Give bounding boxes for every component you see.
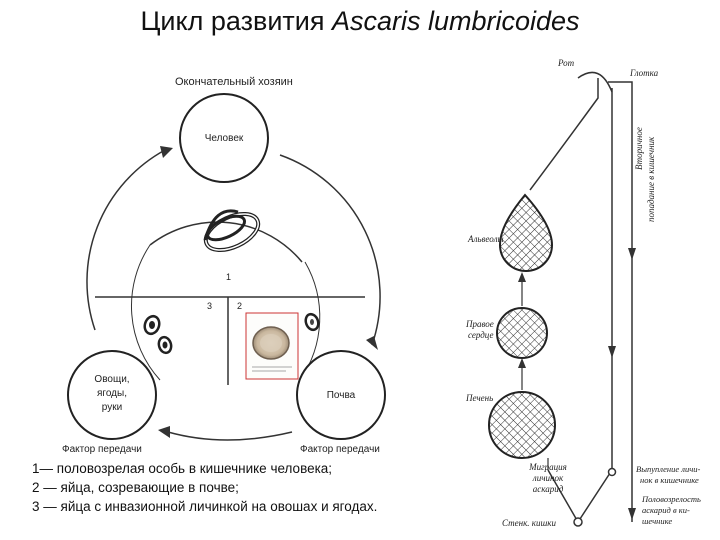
pharynx-arrow xyxy=(628,508,636,520)
liver-shape xyxy=(489,392,555,458)
definitive-host-label: Окончательный хозяин xyxy=(175,76,293,88)
intestine-wall-label: Стенк. кишки xyxy=(502,518,557,528)
esophagus-arrow xyxy=(608,346,616,358)
vegetables-label-1: Овощи, xyxy=(94,374,129,385)
migration-label-2: личинок xyxy=(532,473,564,483)
pharynx-arrow-mid xyxy=(628,248,636,260)
liver-label: Печень xyxy=(465,393,493,403)
egg-icon-1 xyxy=(142,314,161,336)
alveoli-label: Альвеолы xyxy=(467,234,504,244)
alveoli-shape xyxy=(500,195,552,271)
stage-3-label: 3 xyxy=(207,301,212,311)
intestine-node xyxy=(574,518,582,526)
egg-micrograph xyxy=(246,313,298,379)
vegetables-label-2: ягоды, xyxy=(97,388,127,399)
junction-node xyxy=(609,469,616,476)
soil-label: Почва xyxy=(327,390,356,401)
heart-shape xyxy=(497,308,547,358)
stage-2-label: 2 xyxy=(237,301,242,311)
cycle-arrow-left xyxy=(87,150,165,330)
secondary-entry-2: попадание в кишечник xyxy=(646,136,656,222)
maturity-label-2: аскарид в ки- xyxy=(642,505,690,515)
maturity-label-1: Половозрелость xyxy=(641,494,701,504)
migration-label-3: аскарид xyxy=(533,484,564,494)
heart-label-1: Правое xyxy=(465,319,494,329)
heart-label-2: сердце xyxy=(468,330,494,340)
maturity-label-3: шечнике xyxy=(642,516,672,526)
human-label: Человек xyxy=(205,133,244,144)
arrow-head-bottom xyxy=(158,426,170,438)
legend: 1— половозрелая особь в кишечнике челове… xyxy=(32,459,377,516)
larva-exit-label-2: нок в кишечнике xyxy=(640,475,699,485)
heart-alveoli-arrow xyxy=(518,272,526,282)
trachea-line xyxy=(530,78,598,190)
inner-arc xyxy=(150,222,302,262)
arrow-head-right xyxy=(366,336,378,350)
liver-heart-arrow xyxy=(518,358,526,368)
egg-icon-2 xyxy=(157,336,173,355)
mouth-label: Рот xyxy=(557,58,575,68)
adult-worm-icon xyxy=(200,207,263,258)
stage-1-label: 1 xyxy=(226,272,231,282)
legend-item-3: 3 — яйца с инвазионной личинкой на овоша… xyxy=(32,497,377,516)
cycle-arrow-bottom xyxy=(168,432,292,440)
migration-label-1: Миграция xyxy=(528,462,567,472)
legend-item-2: 2 — яйца, созревающие в почве; xyxy=(32,478,377,497)
mouth-loop xyxy=(578,72,612,92)
egg-icon-3 xyxy=(304,312,321,331)
pharynx-label: Глотка xyxy=(629,68,659,78)
factor-left: Фактор передачи xyxy=(62,444,142,455)
arrow-head-left xyxy=(160,146,173,158)
secondary-entry-1: Вторичное xyxy=(634,127,644,170)
legend-item-1: 1— половозрелая особь в кишечнике челове… xyxy=(32,459,377,478)
vegetables-label-3: руки xyxy=(102,402,122,413)
factor-right: Фактор передачи xyxy=(300,444,380,455)
larva-exit-label-1: Выпупление личи- xyxy=(636,464,701,474)
